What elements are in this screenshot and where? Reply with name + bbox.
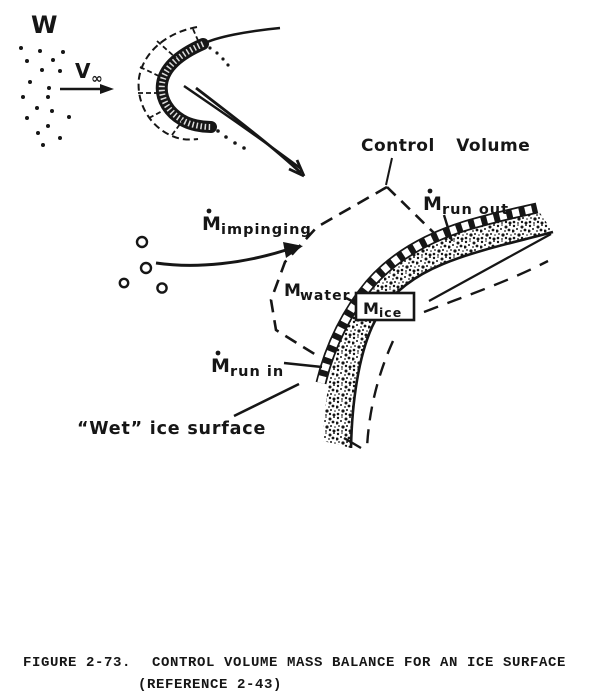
velocity-symbol: V: [75, 59, 91, 83]
droplet-dot: [25, 116, 29, 120]
svg-text:impinging: impinging: [221, 222, 312, 238]
run-in-leader: [283, 361, 323, 369]
impinging-droplets: [118, 235, 168, 294]
overdot: [427, 188, 433, 194]
run-out-leader: [442, 214, 454, 242]
wet-ice-leader: [233, 382, 300, 418]
droplet-circle: [139, 261, 153, 275]
droplet-dot: [38, 49, 42, 53]
droplet-cloud-label: W: [31, 11, 57, 39]
m-run-out-label: M run out: [423, 188, 509, 218]
freestream-arrow: [60, 84, 114, 94]
ice-crescent-spray-dots: [208, 46, 246, 150]
droplet-dot: [58, 136, 62, 140]
overdot: [215, 350, 221, 356]
droplet-dot: [58, 69, 62, 73]
svg-text:M: M: [363, 299, 379, 318]
svg-text:M: M: [202, 213, 221, 235]
svg-text:M: M: [284, 281, 301, 301]
droplet-cloud: [19, 46, 71, 147]
figure-caption: FIGURE 2-73. CONTROL VOLUME MASS BALANCE…: [23, 655, 566, 693]
svg-text:run out: run out: [442, 202, 509, 218]
water-film-strip: [315, 202, 539, 385]
overdot: [206, 208, 212, 214]
droplet-dot: [35, 106, 39, 110]
impinging-arrow: [155, 242, 303, 267]
m-run-in-label: M run in: [211, 350, 284, 380]
control-cell-dividers: [138, 28, 201, 136]
svg-text:M: M: [423, 193, 442, 215]
m-water-label: M water: [284, 281, 350, 304]
droplet-dot: [61, 50, 65, 54]
m-impinging-label: M impinging: [202, 208, 312, 238]
caption-figure-number: FIGURE 2-73.: [23, 655, 131, 671]
freestream-velocity-label: V ∞: [75, 59, 103, 87]
airfoil-upper-surface: [202, 26, 281, 46]
clean-surface-line: [428, 233, 552, 302]
droplet-dot: [50, 109, 54, 113]
droplet-dot: [47, 86, 51, 90]
m-ice-box: M ice: [354, 291, 416, 322]
droplet-dot: [36, 131, 40, 135]
droplet-dot: [46, 124, 50, 128]
airfoil-lower-surface: [183, 84, 301, 170]
droplet-circle: [118, 277, 130, 289]
caption-title: CONTROL VOLUME MASS BALANCE FOR AN ICE S…: [152, 655, 566, 671]
inner-boundary-dashes-upper: [423, 259, 549, 314]
control-volume-boundary-left: [269, 185, 388, 360]
detail-view: Control Volume M impinging M run out M w…: [77, 136, 554, 450]
surface-end-tick: [343, 436, 362, 450]
droplet-dot: [67, 115, 71, 119]
ice-layer-band: [323, 213, 553, 448]
control-volume-leader: [385, 157, 393, 186]
droplet-dot: [28, 80, 32, 84]
velocity-subscript: ∞: [91, 71, 103, 87]
control-cell-outer-arc: [137, 26, 199, 141]
caption-reference: (REFERENCE 2-43): [138, 677, 282, 693]
svg-text:water: water: [300, 288, 350, 304]
control-volume-boundary-right: [386, 186, 435, 234]
ice-crescent-texture: [158, 41, 212, 130]
svg-text:ice: ice: [379, 305, 402, 320]
droplet-dot: [21, 95, 25, 99]
droplet-circle: [156, 282, 168, 294]
droplet-dot: [41, 143, 45, 147]
ice-crescent: [155, 38, 217, 133]
inner-boundary-dashes-lower: [365, 340, 395, 449]
droplet-dot: [46, 95, 50, 99]
droplet-dot: [19, 46, 23, 50]
droplet-dot: [51, 58, 55, 62]
droplet-dot: [40, 68, 44, 72]
overview-sketch: W V ∞: [19, 11, 301, 170]
droplet-circle: [135, 235, 149, 249]
airfoil-surface-line: [349, 230, 554, 449]
svg-text:M: M: [211, 355, 230, 377]
zoom-arrow: [195, 86, 306, 178]
control-volume-label: Control Volume: [361, 136, 530, 156]
wet-ice-surface-label: “Wet” ice surface: [77, 419, 266, 439]
droplet-dot: [25, 59, 29, 63]
svg-text:run in: run in: [230, 364, 284, 380]
